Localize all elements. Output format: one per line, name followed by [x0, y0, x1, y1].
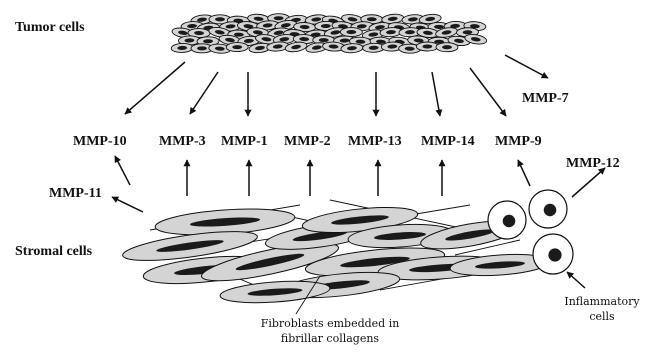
- fibroblast-layer: [121, 200, 550, 306]
- mmp-12-label: MMP-12: [566, 157, 620, 171]
- mmp-11-label: MMP-11: [49, 187, 102, 201]
- mmp-14-label: MMP-14: [421, 135, 475, 149]
- collagen-fibre: [410, 205, 470, 215]
- fibroblasts-caption-line-1: Fibroblasts embedded in: [255, 317, 405, 332]
- mmp-7-label: MMP-7: [522, 92, 569, 106]
- inflammatory-cell: [529, 190, 567, 228]
- tumor-cell: [226, 42, 248, 51]
- fibroblasts-caption: Fibroblasts embedded in fibrillar collag…: [255, 317, 405, 347]
- stromal-cells-label: Stromal cells: [15, 245, 92, 259]
- arrow-tumor-to-mmp-10: [125, 62, 185, 114]
- mmp-9-label: MMP-9: [495, 135, 542, 149]
- arrow-inflam-to-mmp-9: [518, 160, 530, 186]
- inflammatory-cell: [488, 201, 526, 239]
- inflammatory-caption-line-1: Inflammatory: [560, 295, 644, 310]
- tumor-cell: [416, 42, 438, 51]
- arrow-tumor-to-mmp-7: [505, 55, 548, 78]
- arrow-tumor-to-mmp-14: [432, 72, 440, 116]
- inflammatory-cell: [533, 234, 573, 274]
- tumor-cells-label: Tumor cells: [15, 21, 85, 35]
- mmp-2-label: MMP-2: [284, 135, 331, 149]
- mmp-13-label: MMP-13: [348, 135, 402, 149]
- arrow-tumor-to-mmp-3: [190, 72, 218, 114]
- mmp-1-label: MMP-1: [221, 135, 268, 149]
- tumor-cell: [340, 27, 362, 36]
- tumor-cell-cluster: [171, 13, 487, 54]
- arrow-tumor-to-mmp-9: [470, 68, 506, 116]
- arrow-stroma-to-mmp-11: [112, 197, 143, 212]
- mmp-10-label: MMP-10: [73, 135, 127, 149]
- tumor-cell: [171, 43, 193, 53]
- arrow-pointer-inflammatory: [567, 272, 585, 288]
- fibroblast-cell: [219, 278, 330, 306]
- inflammatory-caption-line-2: cells: [560, 310, 644, 325]
- arrow-inflam-to-mmp-12: [572, 168, 605, 197]
- mmp-3-label: MMP-3: [159, 135, 206, 149]
- tumor-cell: [436, 43, 458, 52]
- inflammatory-cells-caption: Inflammatory cells: [560, 295, 644, 325]
- arrow-stroma-to-mmp-10: [115, 156, 130, 185]
- fibroblasts-caption-line-2: fibrillar collagens: [255, 332, 405, 347]
